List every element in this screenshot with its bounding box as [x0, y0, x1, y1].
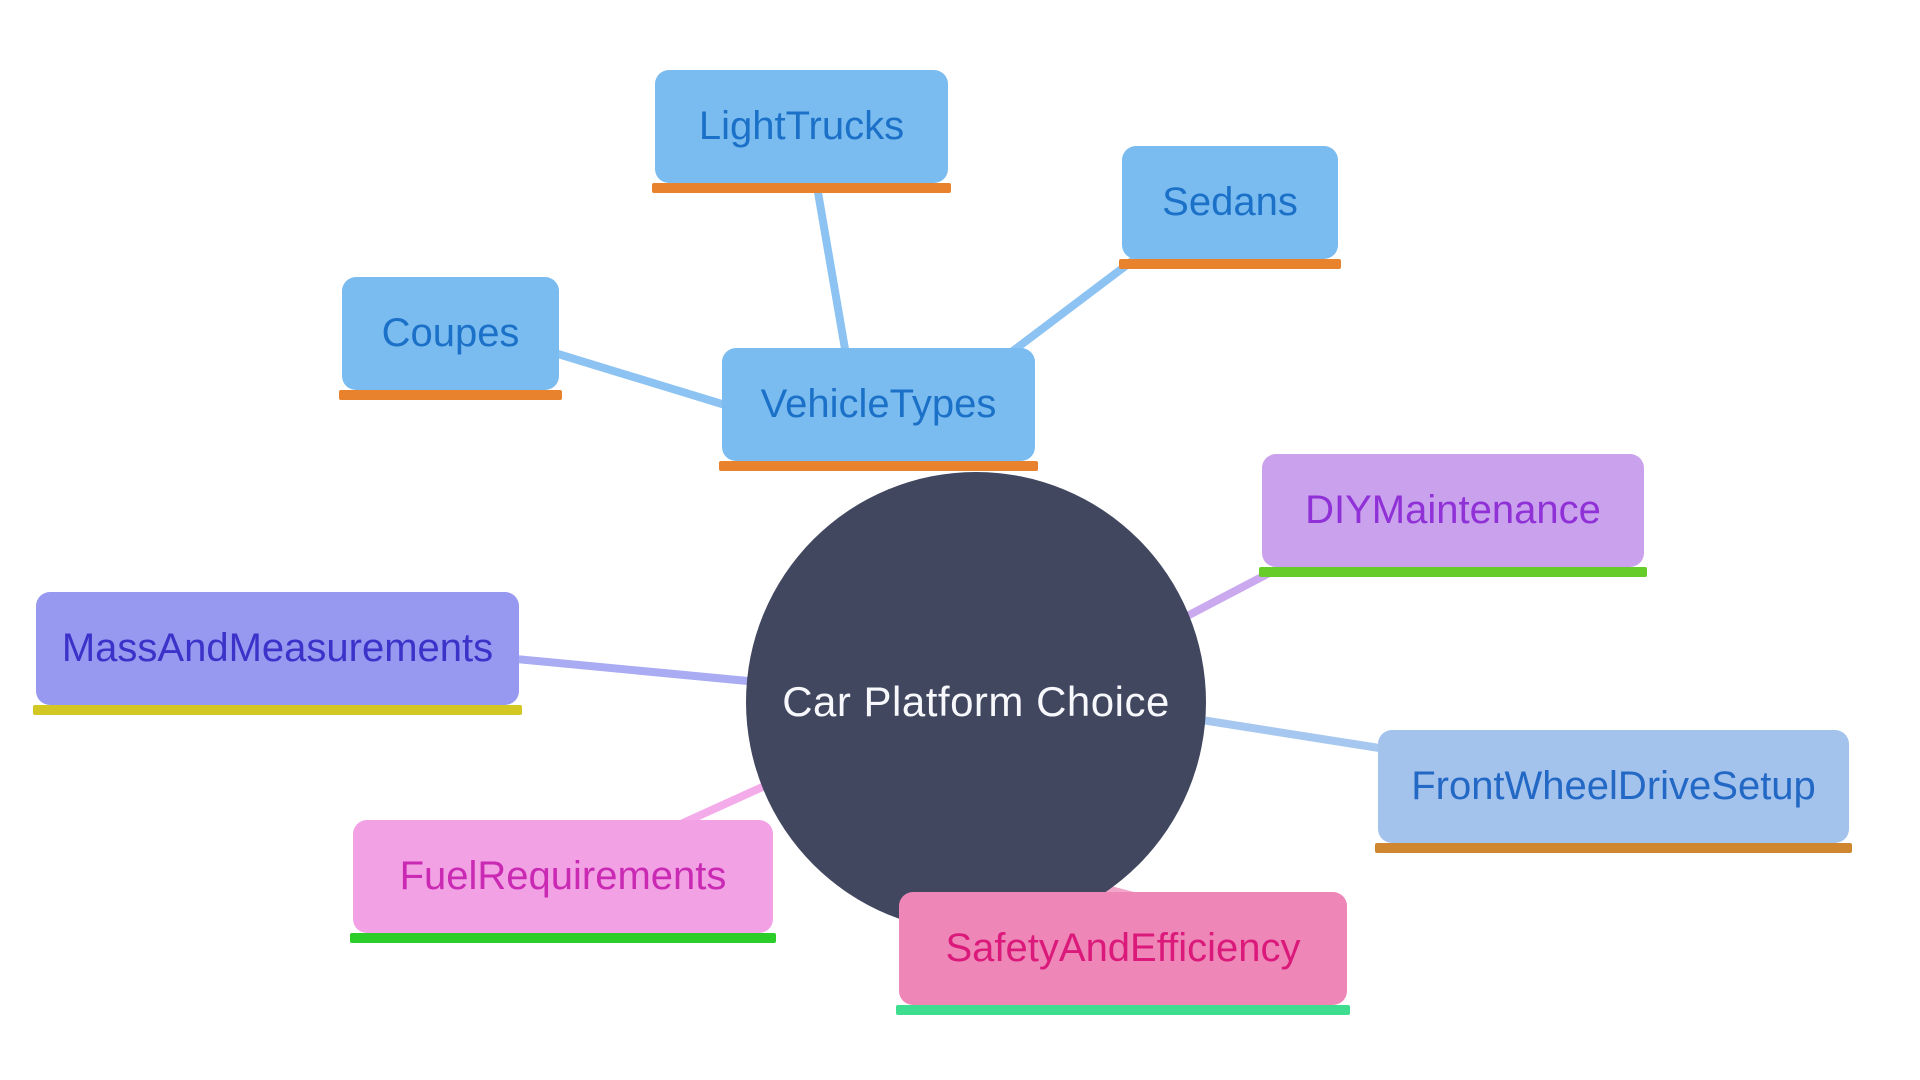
node-sedans: Sedans: [1119, 146, 1341, 269]
node-frontwheeldrivesetup-label: FrontWheelDriveSetup: [1411, 764, 1816, 808]
root-node-label: Car Platform Choice: [782, 678, 1170, 725]
node-coupes: Coupes: [339, 277, 562, 400]
node-fuelrequirements: FuelRequirements: [350, 820, 776, 943]
node-massandmeasurements-underline: [33, 705, 522, 715]
node-vehicletypes: VehicleTypes: [719, 348, 1038, 471]
node-lighttrucks-label: LightTrucks: [698, 104, 905, 148]
node-coupes-label: Coupes: [381, 311, 520, 355]
node-coupes-underline: [339, 390, 562, 400]
node-frontwheeldrivesetup-underline: [1375, 843, 1852, 853]
node-safetyandefficiency-label: SafetyAndEfficiency: [945, 926, 1301, 970]
node-massandmeasurements: MassAndMeasurements: [33, 592, 522, 715]
node-diymaintenance-label: DIYMaintenance: [1305, 488, 1601, 532]
node-massandmeasurements-label: MassAndMeasurements: [61, 626, 494, 670]
node-lighttrucks-underline: [652, 183, 951, 193]
edge-root-frontwheeldrivesetup: [1169, 711, 1393, 754]
node-vehicletypes-label: VehicleTypes: [760, 382, 997, 426]
node-diymaintenance-underline: [1259, 567, 1647, 577]
node-sedans-label: Sedans: [1162, 180, 1298, 224]
node-fuelrequirements-underline: [350, 933, 776, 943]
edge-root-massandmeasurements: [504, 654, 791, 689]
node-safetyandefficiency-underline: [896, 1005, 1350, 1015]
root-node: Car Platform Choice: [746, 472, 1206, 932]
edge-vehicletypes-lighttrucks: [811, 174, 854, 379]
node-frontwheeldrivesetup: FrontWheelDriveSetup: [1375, 730, 1852, 853]
node-sedans-underline: [1119, 259, 1341, 269]
edge-vehicletypes-coupes: [543, 346, 737, 412]
node-safetyandefficiency: SafetyAndEfficiency: [896, 892, 1350, 1015]
node-lighttrucks: LightTrucks: [652, 70, 951, 193]
node-vehicletypes-underline: [719, 461, 1038, 471]
node-fuelrequirements-label: FuelRequirements: [399, 854, 727, 898]
node-diymaintenance: DIYMaintenance: [1259, 454, 1647, 577]
